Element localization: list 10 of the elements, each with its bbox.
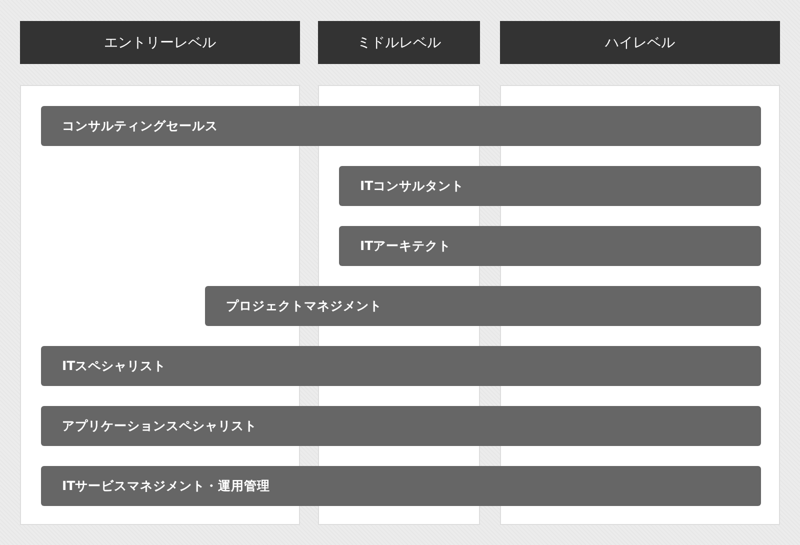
role-bar: ITアーキテクト <box>339 226 761 266</box>
role-bar: コンサルティングセールス <box>41 106 761 146</box>
role-bar: ITコンサルタント <box>339 166 761 206</box>
column-header: エントリーレベル <box>20 21 300 64</box>
role-bar: ITサービスマネジメント・運用管理 <box>41 466 761 506</box>
column-header: ミドルレベル <box>318 21 480 64</box>
role-bar: ITスペシャリスト <box>41 346 761 386</box>
role-bar: プロジェクトマネジメント <box>205 286 761 326</box>
column-header: ハイレベル <box>500 21 780 64</box>
role-bar: アプリケーションスペシャリスト <box>41 406 761 446</box>
